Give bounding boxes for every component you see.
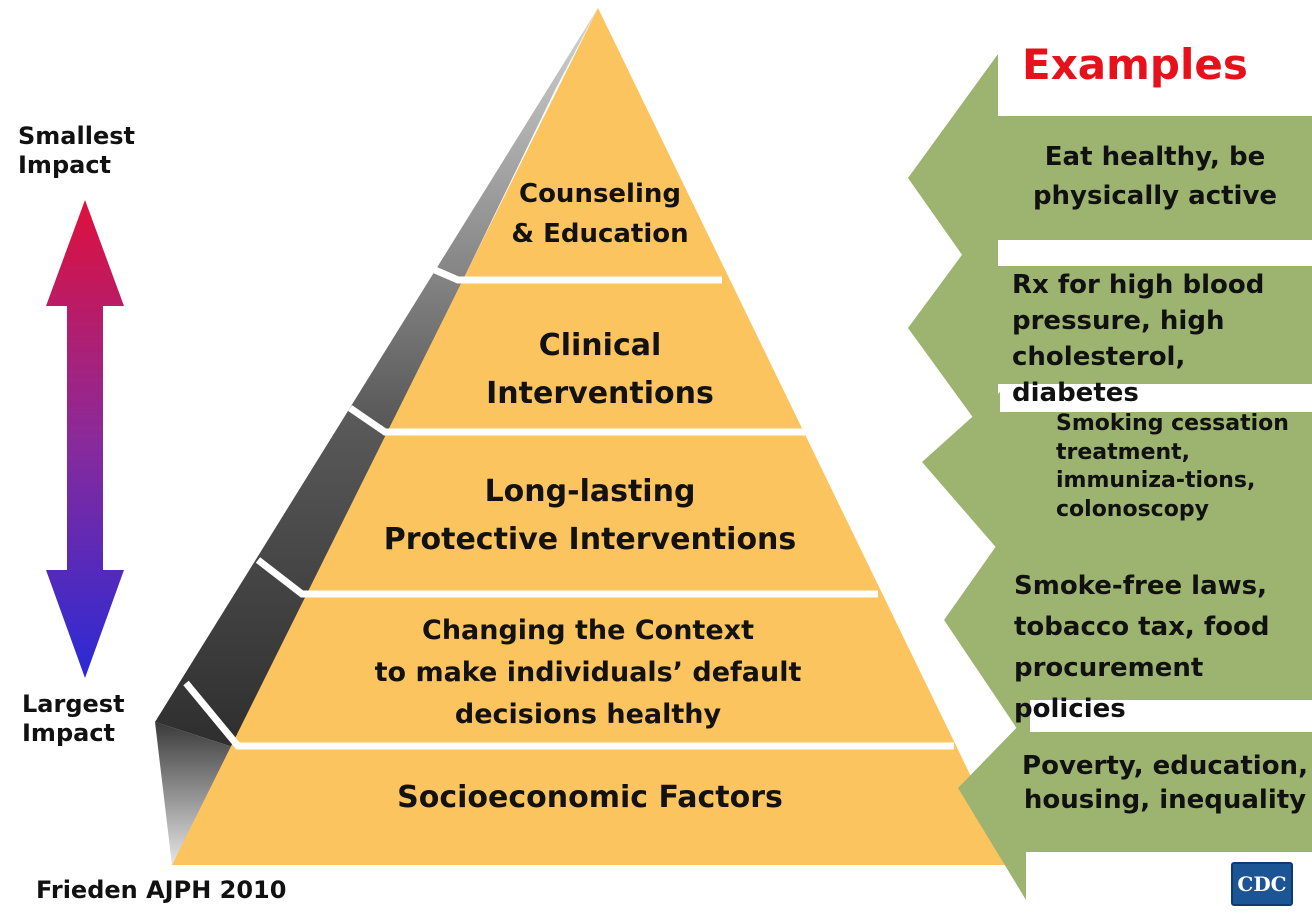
tier-3-line1: Long-lasting <box>484 474 696 509</box>
tier-clinical-interventions: Clinical Interventions <box>450 322 750 418</box>
tier-changing-context: Changing the Context to make individuals… <box>338 610 838 736</box>
examples-heading: Examples <box>1022 40 1248 89</box>
example-3-line2: treatment, <box>1056 439 1191 465</box>
example-arrows <box>908 54 1312 900</box>
cdc-logo: CDC <box>1231 862 1293 906</box>
tier-4-line3: decisions healthy <box>454 698 722 730</box>
tier-4-line1: Changing the Context <box>422 615 754 646</box>
example-3: Smoking cessation treatment, immuniza-ti… <box>1056 410 1306 524</box>
example-2-line3: cholesterol, diabetes <box>1012 341 1186 408</box>
tier-1-line2: & Education <box>511 219 689 250</box>
example-2: Rx for high blood pressure, high cholest… <box>1012 268 1310 412</box>
example-4-line2: tobacco tax, food <box>1014 612 1270 643</box>
smallest-impact-label: Smallest Impact <box>18 122 135 180</box>
example-3-line4: colonoscopy <box>1056 496 1209 522</box>
smallest-impact-line1: Smallest <box>18 122 135 150</box>
example-4-line1: Smoke-free laws, <box>1014 571 1267 601</box>
example-5-line2: housing, inequality <box>1023 784 1307 815</box>
tier-5-line1: Socioeconomic Factors <box>397 780 783 815</box>
pyramid-front <box>172 8 1014 865</box>
example-1-line2: physically active <box>1032 181 1278 211</box>
tier-3-line2: Protective Interventions <box>383 522 797 557</box>
example-arrow-5 <box>958 718 1312 900</box>
tier-socioeconomic-factors: Socioeconomic Factors <box>340 780 840 816</box>
example-arrow-3 <box>922 392 1312 552</box>
example-4-line3: procurement policies <box>1014 653 1204 725</box>
citation: Frieden AJPH 2010 <box>36 876 287 904</box>
pyramid-base-shade <box>155 722 236 865</box>
example-3-line1: Smoking cessation <box>1056 411 1289 436</box>
largest-impact-label: Largest Impact <box>22 690 125 748</box>
example-3-line3: immuniza-tions, <box>1056 468 1256 494</box>
smallest-impact-line2: Impact <box>18 150 112 179</box>
example-2-line2: pressure, high <box>1012 305 1225 336</box>
tier-2-line1: Clinical <box>538 328 662 363</box>
tier-4-line2: to make individuals’ default <box>374 656 802 688</box>
tier-counseling-education: Counseling & Education <box>490 174 710 255</box>
example-4: Smoke-free laws, tobacco tax, food procu… <box>1014 566 1310 730</box>
tier-1-line1: Counseling <box>518 179 682 209</box>
tier-dividers <box>183 266 954 750</box>
example-1: Eat healthy, be physically active <box>1010 138 1300 216</box>
example-arrow-2 <box>908 206 1312 452</box>
largest-impact-line1: Largest <box>22 690 125 718</box>
example-2-line1: Rx for high blood <box>1012 270 1265 300</box>
example-1-line1: Eat healthy, be <box>1044 142 1266 172</box>
tier-2-line2: Interventions <box>486 376 714 411</box>
example-5: Poverty, education, housing, inequality <box>1022 750 1308 818</box>
tier-long-lasting-protective: Long-lasting Protective Interventions <box>360 468 820 564</box>
example-5-line1: Poverty, education, <box>1022 751 1308 781</box>
cdc-logo-text: CDC <box>1237 872 1287 896</box>
largest-impact-line2: Impact <box>22 718 116 747</box>
example-arrow-1 <box>908 54 1312 306</box>
impact-arrow <box>46 200 124 678</box>
example-arrow-4 <box>944 498 1312 748</box>
